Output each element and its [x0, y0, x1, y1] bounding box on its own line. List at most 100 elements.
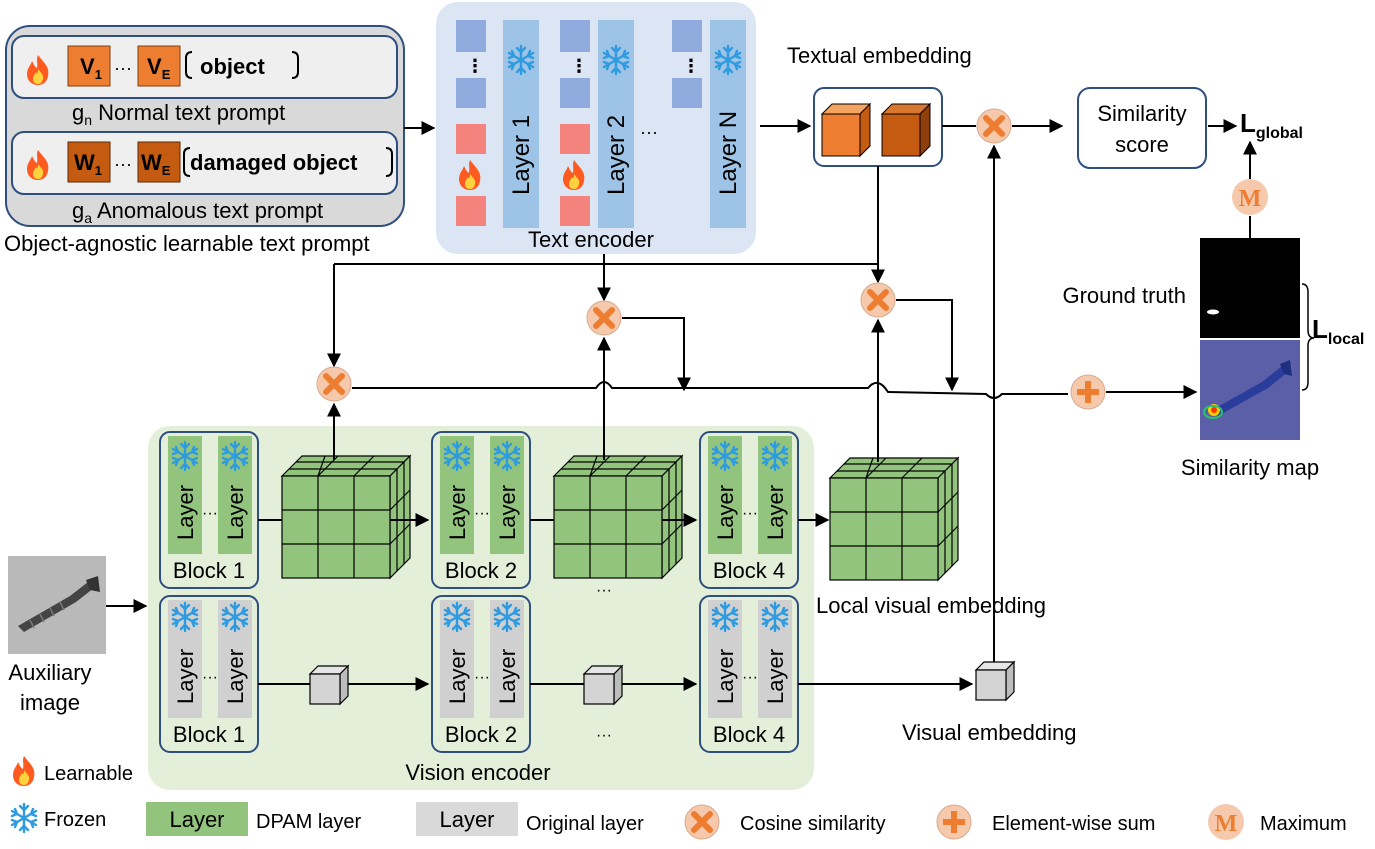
- dpam-layer-label: Layer: [495, 485, 520, 540]
- vision-between-ellipsis: ···: [596, 727, 612, 744]
- token-w1: W: [74, 150, 95, 175]
- dpam-block-1-label: Block 1: [173, 558, 245, 583]
- flame-icon: [13, 756, 35, 786]
- maximum-operator: [1232, 179, 1268, 215]
- original-block-2: [431, 595, 531, 753]
- dpam-block-4: [699, 431, 799, 589]
- element-wise-sum-operator: [937, 805, 971, 839]
- original-layer-label: Layer: [763, 649, 788, 704]
- original-block-2-label: Block 2: [445, 722, 517, 747]
- svg-text:W1: W1: [74, 150, 102, 178]
- original-layer-label: Layer: [223, 649, 248, 704]
- loss-local-main: L: [1312, 314, 1328, 344]
- original-layer-label: Layer: [495, 649, 520, 704]
- layer-ellipsis: ···: [474, 669, 490, 686]
- loss-global-label: Lglobal: [1240, 108, 1303, 142]
- legend-frozen: Frozen: [44, 809, 106, 831]
- svg-text:⋮: ⋮: [466, 56, 484, 76]
- token-ellipsis: ···: [114, 154, 132, 174]
- text-encoder-layer-n: Layer N: [715, 111, 742, 195]
- visual-embedding-label: Visual embedding: [902, 720, 1077, 745]
- loss-global-sub: global: [1256, 125, 1303, 142]
- auxiliary-image: [8, 556, 106, 654]
- dpam-layer-label: Layer: [713, 485, 738, 540]
- text-encoder-caption: Text encoder: [528, 227, 654, 252]
- cosine-similarity-operator: [587, 301, 621, 335]
- text-prompt-group-caption: Object-agnostic learnable text prompt: [4, 231, 370, 256]
- anomalous-caption-sub: a: [84, 210, 92, 226]
- layer-ellipsis: ···: [742, 505, 758, 522]
- layer-ellipsis: ···: [474, 505, 490, 522]
- similarity-score-line-2: score: [1115, 132, 1169, 157]
- cosine-similarity-operator: [317, 367, 351, 401]
- legend-learnable: Learnable: [44, 763, 133, 785]
- layer-ellipsis: ···: [202, 669, 218, 686]
- svg-text:V1: V1: [80, 54, 102, 82]
- svg-text:gn Normal text prompt: gn Normal text prompt: [72, 100, 285, 128]
- cosine-similarity-operator: [685, 805, 719, 839]
- dpam-block-4-label: Block 4: [713, 558, 785, 583]
- layer-ellipsis: ···: [202, 505, 218, 522]
- legend-dpam-swatch: [146, 802, 248, 836]
- similarity-map-label: Similarity map: [1181, 455, 1319, 480]
- original-block-4: [699, 595, 799, 753]
- maximum-operator: [1208, 804, 1244, 840]
- cosine-similarity-operator: [861, 283, 895, 317]
- text-prompt-panel: V1 ··· VE object gn Normal text prompt W…: [5, 25, 405, 227]
- token-we-sub: E: [162, 163, 171, 178]
- token-we: W: [141, 150, 162, 175]
- similarity-score-line-1: Similarity: [1097, 101, 1186, 126]
- legend-dpam-swatch-text: Layer: [169, 807, 224, 832]
- svg-text:⋮: ⋮: [682, 56, 700, 76]
- legend-original-swatch-text: Layer: [439, 807, 494, 832]
- token-v1-sub: 1: [95, 67, 102, 82]
- legend-maximum-symbol: M: [1215, 811, 1238, 837]
- textual-embedding-label: Textual embedding: [787, 43, 972, 68]
- svg-text:⋮: ⋮: [570, 56, 588, 76]
- dpam-layer-label: Layer: [763, 485, 788, 540]
- legend-dpam: DPAM layer: [256, 811, 362, 833]
- original-block-1: [159, 595, 259, 753]
- maximum-operator-symbol: M: [1239, 186, 1262, 212]
- original-layer-label: Layer: [173, 649, 198, 704]
- original-layer-label: Layer: [445, 649, 470, 704]
- token-w1-sub: 1: [95, 163, 102, 178]
- svg-text:WE: WE: [141, 150, 171, 178]
- textual-embedding-box: [813, 87, 943, 167]
- dpam-layer-label: Layer: [445, 485, 470, 540]
- auxiliary-image-label-2: image: [20, 690, 80, 715]
- token-ve: V: [147, 54, 162, 79]
- ground-truth-label: Ground truth: [1062, 283, 1186, 308]
- loss-local-sub: local: [1328, 331, 1364, 348]
- loss-global-main: L: [1240, 108, 1256, 138]
- visual-embedding-cube: [975, 661, 1015, 701]
- legend: Learnable Frozen Layer DPAM layer Layer …: [10, 756, 1347, 840]
- loss-local-label: Llocal: [1312, 314, 1364, 348]
- original-block-4-label: Block 4: [713, 722, 785, 747]
- normal-object-word: object: [200, 54, 265, 79]
- element-wise-sum-operator: [1071, 375, 1105, 409]
- layer-ellipsis: ···: [742, 669, 758, 686]
- original-layer-label: Layer: [713, 649, 738, 704]
- token-v1: V: [80, 54, 95, 79]
- dpam-layer-label: Layer: [173, 485, 198, 540]
- local-visual-cube: [829, 457, 959, 581]
- legend-original: Original layer: [526, 813, 644, 835]
- dpam-block-2-label: Block 2: [445, 558, 517, 583]
- text-encoder-layer-2: Layer 2: [603, 115, 630, 195]
- legend-maximum: Maximum: [1260, 813, 1347, 835]
- snowflake-icon: [10, 802, 38, 834]
- normal-caption-sub: n: [84, 112, 92, 128]
- svg-text:ga Anomalous text prompt: ga Anomalous text prompt: [72, 198, 323, 226]
- legend-cosine: Cosine similarity: [740, 813, 886, 835]
- anomalous-caption-g: g: [72, 198, 84, 223]
- text-encoder-ellipsis: ···: [640, 122, 658, 142]
- original-block-1-label: Block 1: [173, 722, 245, 747]
- visual-token-cube: [583, 665, 623, 705]
- visual-token-cube: [309, 665, 349, 705]
- dpam-block-1: [159, 431, 259, 589]
- cosine-similarity-operator: [977, 109, 1011, 143]
- token-ellipsis: ···: [114, 58, 132, 78]
- dpam-layer-label: Layer: [223, 485, 248, 540]
